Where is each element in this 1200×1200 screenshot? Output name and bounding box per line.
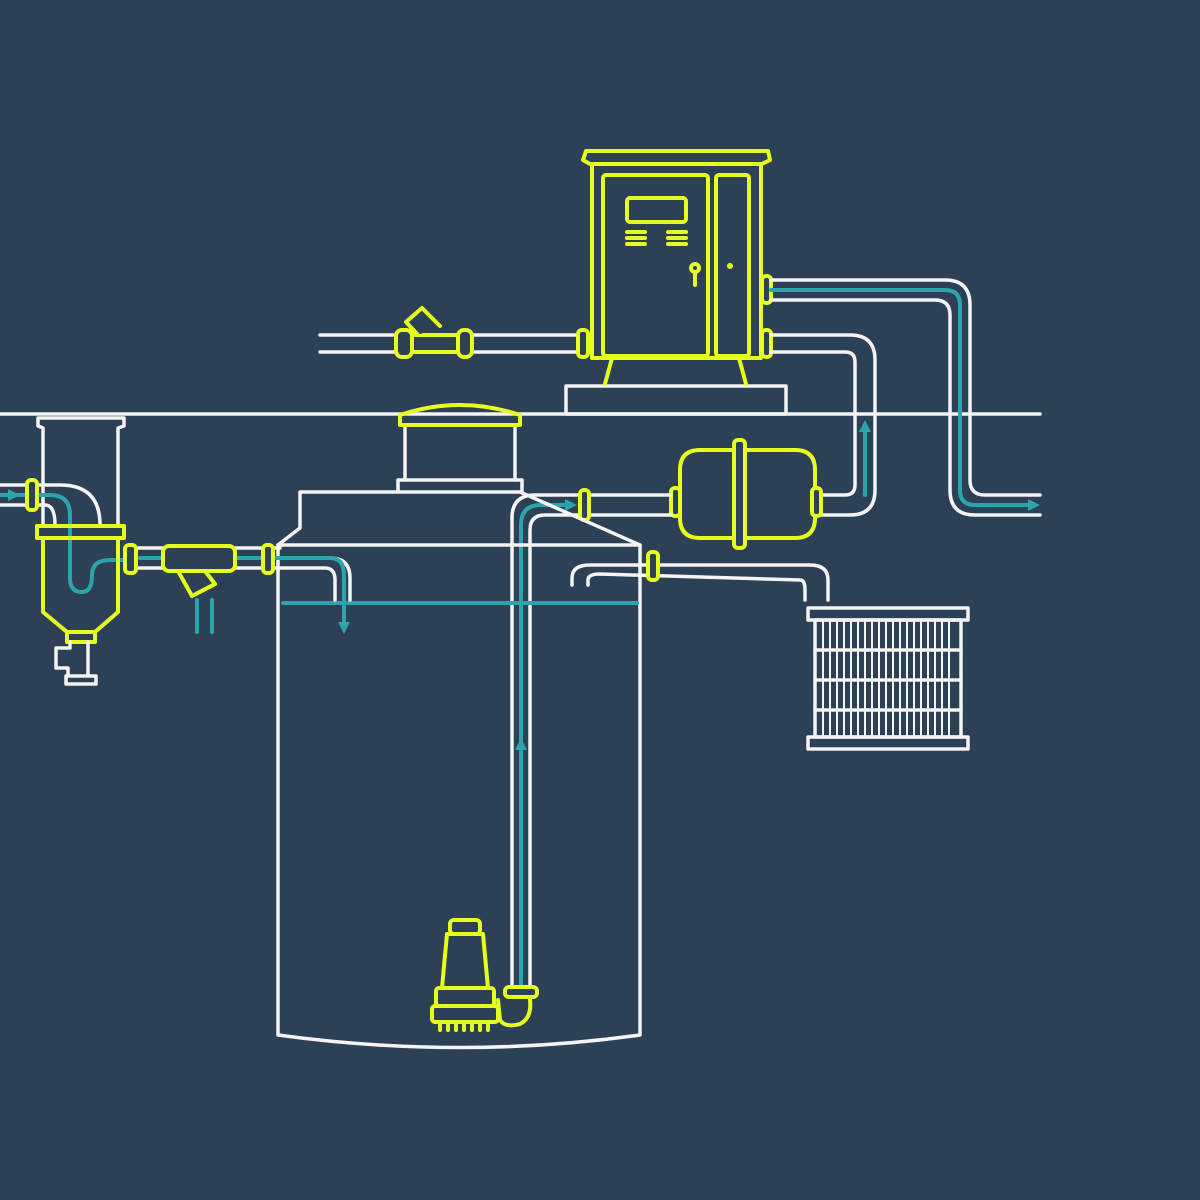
downpipe (36, 416, 126, 527)
inlet-pipe (0, 478, 127, 594)
pressure-pipe (769, 333, 877, 517)
flow-arrow-icon (565, 499, 577, 511)
overflow-grille-icon (806, 606, 970, 751)
pre-filter-icon (35, 524, 126, 686)
flow-arrow-icon (859, 420, 871, 432)
overflow-pipe (570, 550, 830, 602)
check-valve-icon (394, 306, 590, 359)
supply-outlet-pipe (769, 278, 1042, 517)
cabinet-plinth (564, 384, 788, 416)
tank-lid-icon (398, 403, 522, 427)
flow-arrow-icon (1028, 499, 1040, 511)
flow-arrow-icon (338, 622, 350, 634)
control-cabinet-icon (581, 149, 773, 386)
flow-arrow-icon (8, 489, 20, 501)
flow-arrow-icon (515, 738, 527, 750)
expansion-tank-icon (669, 438, 823, 550)
submersible-pump-icon (430, 918, 539, 1032)
filter-outlet-pipe (123, 543, 352, 634)
rising-main-pipe (510, 488, 673, 992)
y-strainer-icon (161, 544, 237, 634)
